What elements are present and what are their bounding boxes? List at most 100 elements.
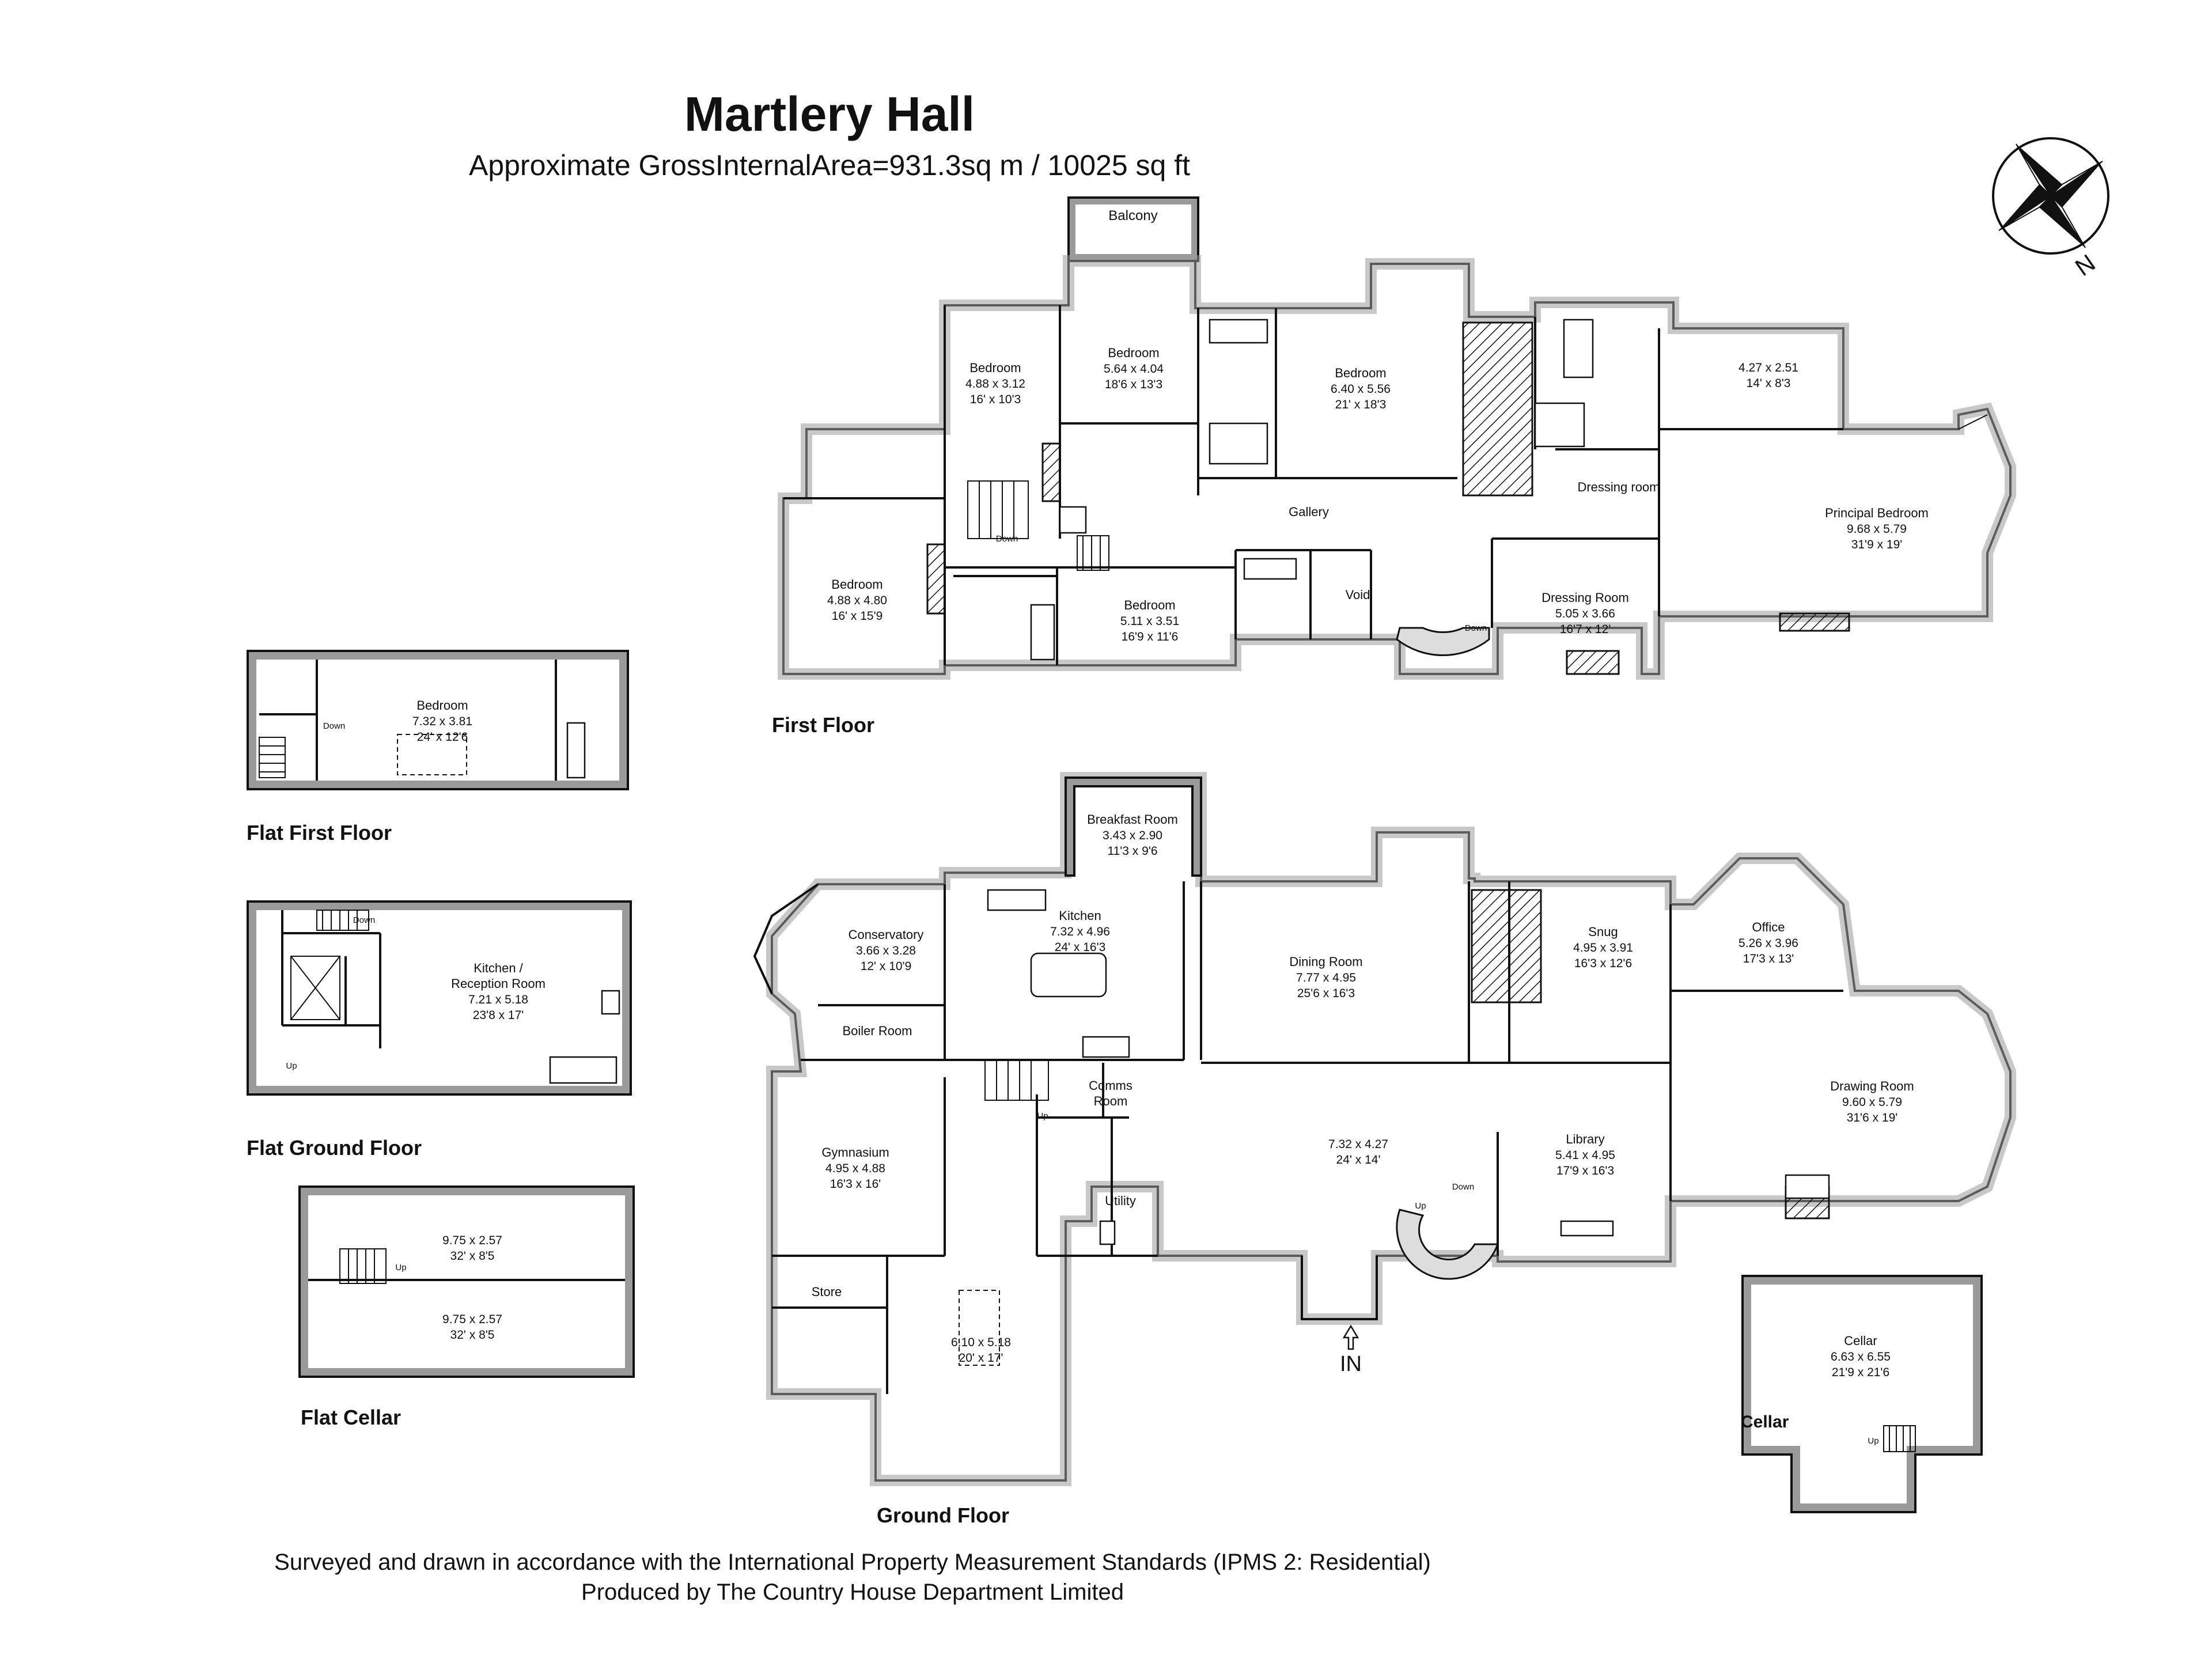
room-snug: Snug bbox=[1588, 925, 1618, 939]
room-cellar: Cellar bbox=[1844, 1334, 1877, 1348]
floor-label-flat-first: Flat First Floor bbox=[247, 821, 392, 844]
svg-text:5.26 x 3.96: 5.26 x 3.96 bbox=[1738, 937, 1798, 950]
stair-down-label: Down bbox=[1452, 1182, 1474, 1192]
svg-text:31'6 x 19': 31'6 x 19' bbox=[1847, 1111, 1898, 1124]
room-flat-cellar-upper: 9.75 x 2.57 bbox=[442, 1234, 502, 1247]
flat-cellar-labels: 9.75 x 2.57 32' x 8'5 9.75 x 2.57 32' x … bbox=[395, 1234, 502, 1342]
svg-text:9.60 x 5.79: 9.60 x 5.79 bbox=[1842, 1096, 1902, 1109]
room-dining: Dining Room bbox=[1289, 955, 1362, 969]
svg-text:4.95 x 4.88: 4.95 x 4.88 bbox=[825, 1162, 885, 1175]
room-bedroom-d: Bedroom bbox=[831, 577, 882, 592]
svg-text:Room: Room bbox=[1094, 1094, 1128, 1108]
room-balcony: Balcony bbox=[1108, 208, 1157, 224]
svg-text:16' x 15'9: 16' x 15'9 bbox=[832, 609, 883, 623]
floor-label-cellar: Cellar bbox=[1741, 1412, 1789, 1431]
plan-title: Martlery Hall bbox=[684, 87, 975, 141]
room-bedroom-a: Bedroom bbox=[969, 361, 1021, 375]
footer-producer-note: Produced by The Country House Department… bbox=[581, 1580, 1124, 1605]
floor-label-flat-ground: Flat Ground Floor bbox=[247, 1136, 422, 1160]
room-flat-kitchen: Kitchen / bbox=[474, 961, 523, 975]
svg-text:32' x 8'5: 32' x 8'5 bbox=[450, 1249, 495, 1263]
stair-up-label: Up bbox=[1868, 1436, 1878, 1446]
svg-text:16'3 x 12'6: 16'3 x 12'6 bbox=[1574, 957, 1632, 970]
room-garage: 6.10 x 5.18 bbox=[951, 1336, 1011, 1349]
svg-text:17'9 x 16'3: 17'9 x 16'3 bbox=[1556, 1164, 1614, 1177]
room-drawing: Drawing Room bbox=[1830, 1079, 1914, 1093]
svg-text:5.05 x 3.66: 5.05 x 3.66 bbox=[1555, 607, 1615, 620]
svg-text:7.77 x 4.95: 7.77 x 4.95 bbox=[1296, 971, 1356, 984]
svg-text:3.66 x 3.28: 3.66 x 3.28 bbox=[856, 944, 916, 957]
ground-floor-plan bbox=[753, 772, 2016, 1486]
room-dressing-room-2: Dressing Room bbox=[1541, 590, 1629, 605]
plan-subtitle: Approximate GrossInternalArea=931.3sq m … bbox=[468, 149, 1191, 181]
stair-up-label: Up bbox=[395, 1263, 406, 1272]
room-conservatory: Conservatory bbox=[849, 927, 924, 942]
svg-text:24' x 16'3: 24' x 16'3 bbox=[1055, 941, 1106, 954]
svg-text:Reception Room: Reception Room bbox=[451, 976, 546, 991]
stair-down-label: Down bbox=[996, 534, 1018, 544]
flat-first-floor-plan bbox=[247, 650, 629, 790]
svg-text:25'6 x 16'3: 25'6 x 16'3 bbox=[1297, 987, 1355, 1000]
room-hall: 7.32 x 4.27 bbox=[1328, 1138, 1388, 1151]
flat-ground-floor-plan bbox=[247, 900, 632, 1096]
svg-text:21'9 x 21'6: 21'9 x 21'6 bbox=[1832, 1366, 1889, 1379]
floor-label-flat-cellar: Flat Cellar bbox=[301, 1406, 402, 1429]
svg-text:7.32 x 4.96: 7.32 x 4.96 bbox=[1050, 925, 1110, 938]
svg-text:16'7 x 12': 16'7 x 12' bbox=[1560, 623, 1611, 636]
svg-text:20' x 17': 20' x 17' bbox=[959, 1351, 1003, 1365]
entrance-label: IN bbox=[1340, 1352, 1362, 1376]
first-floor-labels: Balcony Bedroom 4.88 x 3.12 16' x 10'3 B… bbox=[827, 208, 1929, 643]
svg-text:23'8 x 17': 23'8 x 17' bbox=[473, 1009, 524, 1022]
stair-down-label: Down bbox=[353, 915, 375, 925]
svg-text:24' x 12'6: 24' x 12'6 bbox=[417, 730, 468, 744]
svg-text:4.88 x 4.80: 4.88 x 4.80 bbox=[827, 594, 887, 607]
room-breakfast: Breakfast Room bbox=[1087, 812, 1178, 827]
stair-down-label: Down bbox=[1465, 623, 1487, 633]
svg-text:9.68 x 5.79: 9.68 x 5.79 bbox=[1847, 522, 1907, 536]
compass-north-icon: N bbox=[1992, 137, 2109, 281]
footer-standards-note: Surveyed and drawn in accordance with th… bbox=[274, 1550, 1431, 1575]
svg-text:6.40 x 5.56: 6.40 x 5.56 bbox=[1331, 382, 1391, 396]
stair-up-label: Up bbox=[286, 1061, 297, 1071]
svg-text:5.41 x 4.95: 5.41 x 4.95 bbox=[1555, 1149, 1615, 1162]
svg-text:24' x 14': 24' x 14' bbox=[1336, 1153, 1381, 1166]
room-boiler: Boiler Room bbox=[842, 1024, 912, 1038]
svg-text:6.63 x 6.55: 6.63 x 6.55 bbox=[1831, 1350, 1891, 1363]
flat-ground-floor-labels: Kitchen / Reception Room 7.21 x 5.18 23'… bbox=[286, 915, 546, 1071]
svg-text:17'3 x 13': 17'3 x 13' bbox=[1743, 952, 1794, 965]
floor-label-first: First Floor bbox=[772, 713, 874, 737]
svg-text:4.95 x 3.91: 4.95 x 3.91 bbox=[1573, 941, 1633, 955]
room-bedroom-b: Bedroom bbox=[1108, 346, 1159, 360]
svg-text:11'3 x 9'6: 11'3 x 9'6 bbox=[1107, 844, 1157, 858]
svg-text:16'3 x 16': 16'3 x 16' bbox=[830, 1177, 881, 1191]
floor-label-ground: Ground Floor bbox=[877, 1503, 1009, 1527]
svg-text:14' x 8'3: 14' x 8'3 bbox=[1747, 377, 1791, 390]
ground-floor-labels: Breakfast Room 3.43 x 2.90 11'3 x 9'6 Ki… bbox=[812, 812, 1914, 1376]
svg-text:3.43 x 2.90: 3.43 x 2.90 bbox=[1103, 829, 1162, 842]
room-principal-bedroom: Principal Bedroom bbox=[1825, 506, 1929, 520]
cellar-labels: Cellar 6.63 x 6.55 21'9 x 21'6 Up bbox=[1831, 1334, 1891, 1446]
svg-text:4.88 x 3.12: 4.88 x 3.12 bbox=[965, 377, 1025, 391]
room-bedroom-e: Bedroom bbox=[1124, 598, 1175, 612]
room-flat-bedroom: Bedroom bbox=[416, 698, 468, 713]
room-utility: Utility bbox=[1105, 1194, 1136, 1208]
room-office: Office bbox=[1752, 920, 1785, 934]
flat-first-floor-labels: Bedroom 7.32 x 3.81 24' x 12'6 Down bbox=[323, 698, 472, 744]
cellar-plan bbox=[1741, 1275, 1983, 1513]
room-flat-cellar-lower: 9.75 x 2.57 bbox=[442, 1313, 502, 1326]
svg-text:31'9 x 19': 31'9 x 19' bbox=[1851, 538, 1903, 551]
room-store: Store bbox=[812, 1285, 842, 1299]
svg-text:5.11 x 3.51: 5.11 x 3.51 bbox=[1120, 615, 1179, 628]
stair-up-label: Up bbox=[1037, 1111, 1048, 1121]
room-library: Library bbox=[1566, 1132, 1604, 1146]
stair-down-label: Down bbox=[323, 721, 345, 731]
first-floor-plan bbox=[778, 196, 2016, 680]
svg-text:5.64 x 4.04: 5.64 x 4.04 bbox=[1104, 362, 1164, 376]
svg-text:7.21 x 5.18: 7.21 x 5.18 bbox=[468, 993, 528, 1006]
room-bedroom-c: Bedroom bbox=[1335, 366, 1386, 380]
room-dressing-small: 4.27 x 2.51 bbox=[1738, 361, 1798, 374]
svg-text:32' x 8'5: 32' x 8'5 bbox=[450, 1328, 495, 1342]
svg-text:16'9 x 11'6: 16'9 x 11'6 bbox=[1122, 630, 1179, 643]
room-comms: Comms bbox=[1089, 1078, 1132, 1093]
